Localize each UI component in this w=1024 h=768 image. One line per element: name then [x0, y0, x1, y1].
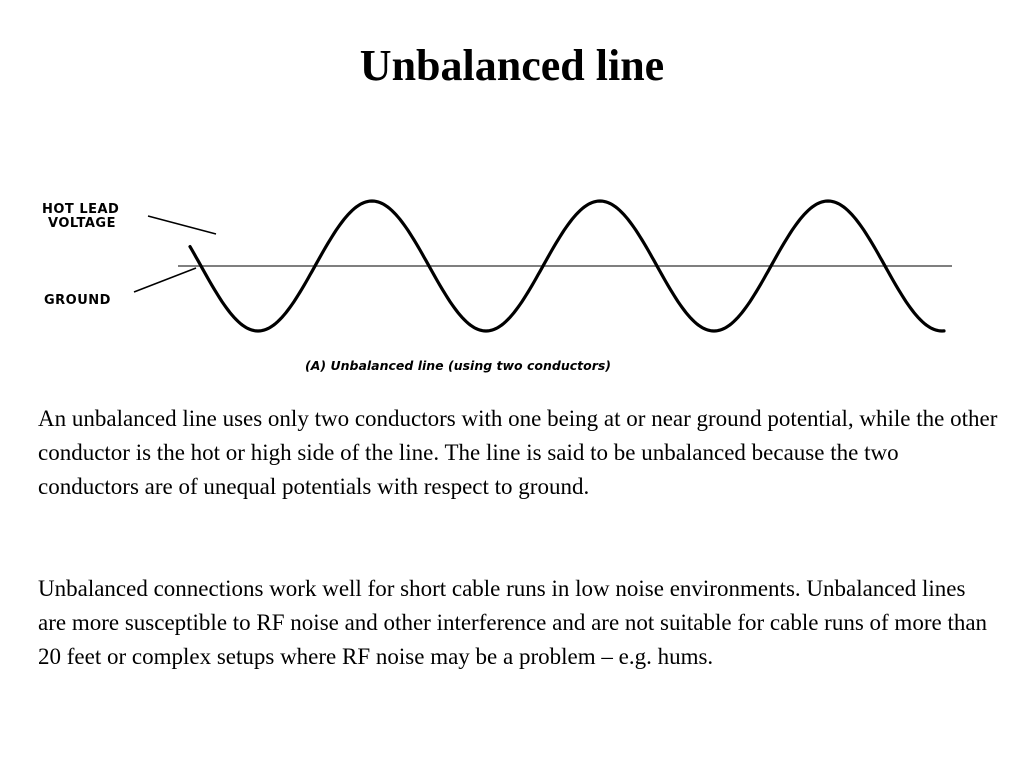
- diagram-svg: HOT LEAD VOLTAGE GROUND (A) Unbalanced l…: [42, 199, 952, 373]
- paragraph-2: Unbalanced connections work well for sho…: [38, 576, 988, 669]
- hot-lead-waveform: [188, 199, 946, 333]
- hot-lead-label-line2: VOLTAGE: [48, 216, 116, 231]
- paragraph-1: An unbalanced line uses only two conduct…: [38, 406, 998, 499]
- slide-title: Unbalanced line: [359, 41, 665, 90]
- diagram-caption: (A) Unbalanced line (using two conductor…: [305, 358, 611, 373]
- ground-label: GROUND: [44, 293, 111, 308]
- ground-pointer: [133, 267, 197, 293]
- hot-lead-pointer: [147, 215, 217, 235]
- unbalanced-line-diagram: HOT LEAD VOLTAGE GROUND (A) Unbalanced l…: [30, 180, 970, 380]
- hot-lead-label-line1: HOT LEAD: [42, 202, 119, 217]
